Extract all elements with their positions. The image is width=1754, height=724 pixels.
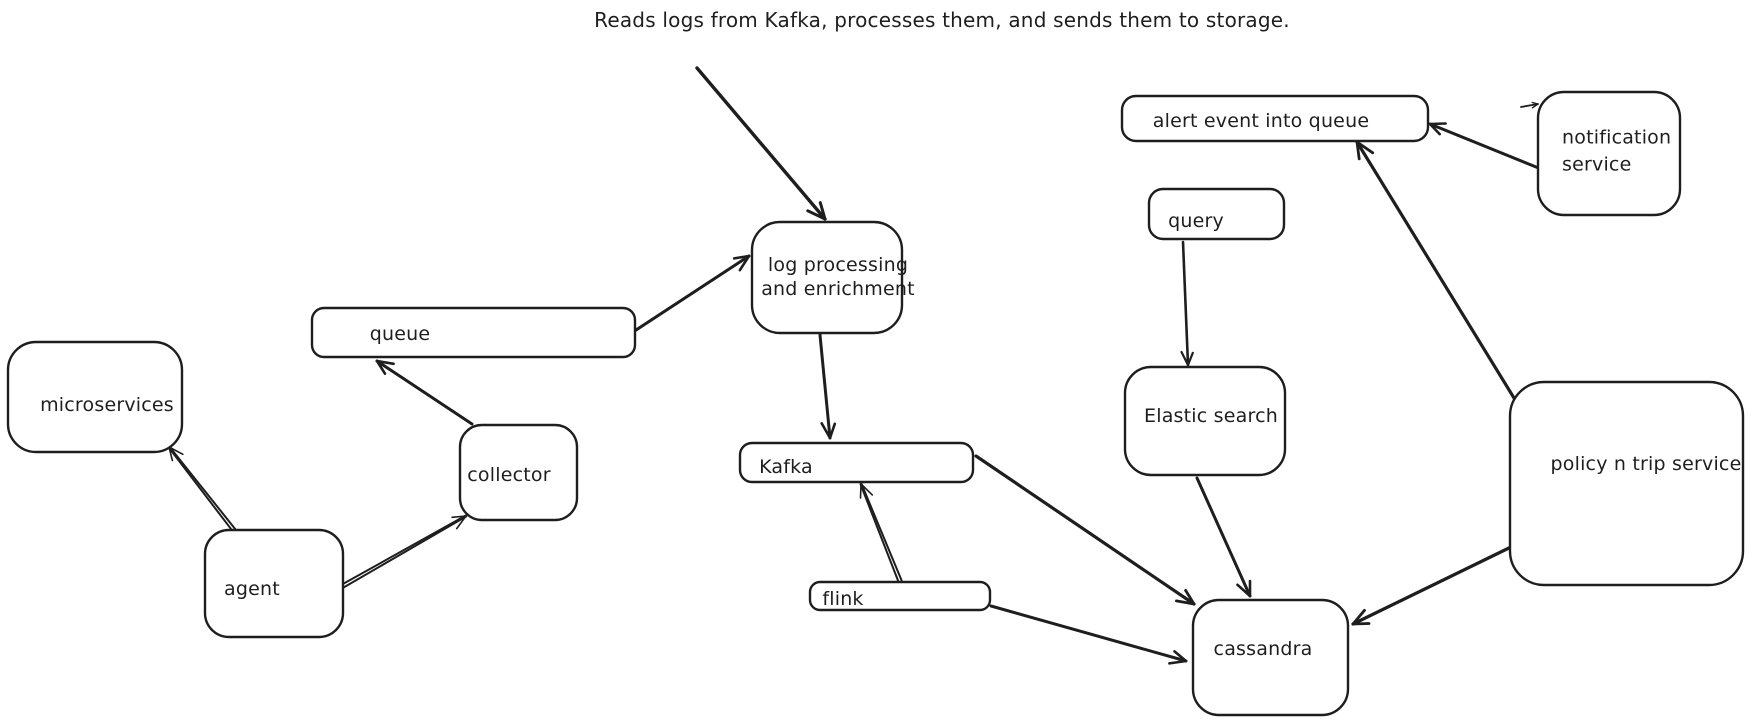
arrowhead-description-to-log-processing <box>806 201 827 221</box>
microservices-box <box>6 340 184 454</box>
policy-n-trip-service-box <box>1508 380 1745 587</box>
edge-kafka-to-cassandra <box>974 454 1196 606</box>
cassandra-box <box>1191 598 1350 717</box>
alert-event-into-queue-label: alert event into queue <box>1153 110 1369 132</box>
edge-log-processing-to-kafka <box>818 333 837 440</box>
arrowhead-flink-to-cassandra <box>1168 650 1188 665</box>
node-queue: queue <box>310 306 637 359</box>
elastic-search-label: Elastic search <box>1144 405 1278 427</box>
collector-box <box>458 423 579 522</box>
edge-policy-to-alert-event-into-queue <box>1355 140 1516 400</box>
flink-label: flink <box>822 588 863 610</box>
collector-label: collector <box>467 464 550 486</box>
log-processing-label: log processing <box>768 254 908 276</box>
kafka-label: Kafka <box>759 456 813 478</box>
kafka-box <box>738 441 975 484</box>
log-processing-box <box>750 220 904 335</box>
nodes-layer: microservices queue collector agent log proc… <box>6 90 1745 717</box>
cassandra-label: cassandra <box>1214 638 1313 660</box>
queue-box <box>310 306 637 359</box>
notification-service-label: notification <box>1562 127 1671 149</box>
edge-flink-to-kafka <box>859 482 903 583</box>
node-kafka: Kafka <box>738 441 975 484</box>
arrowhead-notification-to-alert-event-into-queue <box>1428 122 1447 136</box>
arrowhead-agent-to-collector <box>451 515 467 530</box>
edge-queue-to-log-processing <box>631 254 751 334</box>
edge-flink-to-cassandra <box>989 604 1188 665</box>
node-agent: agent <box>203 528 345 639</box>
node-notification-service: notification service <box>1536 90 1682 217</box>
edge-notification-to-alert-event-into-queue <box>1428 122 1548 173</box>
arrowhead-stray-small-arrow <box>1531 101 1539 109</box>
alert-event-into-queue-box <box>1120 94 1430 143</box>
query-box <box>1147 187 1286 241</box>
query-label: query <box>1168 210 1224 232</box>
flink-box <box>808 580 992 612</box>
arrowhead-elastic-search-to-cassandra <box>1236 579 1252 598</box>
notification-service-box <box>1536 90 1682 217</box>
agent-box <box>203 528 345 639</box>
arrowhead-collector-to-queue <box>375 359 395 375</box>
edge-policy-to-cassandra <box>1351 545 1513 626</box>
edge-agent-to-microservices <box>167 445 240 537</box>
policy-n-trip-service-label: policy n trip service <box>1551 453 1742 475</box>
edges-layer <box>167 66 1548 665</box>
arrowhead-kafka-to-cassandra <box>1175 589 1196 606</box>
edge-stray-small-arrow <box>1520 101 1539 109</box>
node-elastic-search: Elastic search <box>1123 365 1287 477</box>
arrowhead-policy-to-cassandra <box>1351 608 1371 626</box>
agent-label: agent <box>224 578 280 600</box>
arrowhead-log-processing-to-kafka <box>820 422 837 440</box>
edge-query-to-elastic-search <box>1180 240 1194 367</box>
node-microservices: microservices <box>6 340 184 454</box>
diagram-caption: Reads logs from Kafka, processes them, a… <box>594 8 1290 32</box>
arrowhead-query-to-elastic-search <box>1180 350 1194 367</box>
microservices-label: microservices <box>40 394 174 416</box>
elastic-search-box <box>1123 365 1287 477</box>
node-alert-event-into-queue: alert event into queue <box>1120 94 1430 143</box>
log-processing-label: and enrichment <box>761 278 915 300</box>
arrowhead-flink-to-kafka <box>859 483 874 499</box>
arrowhead-queue-to-log-processing <box>732 254 751 272</box>
node-query: query <box>1147 187 1286 241</box>
node-flink: flink <box>808 580 992 612</box>
queue-label: queue <box>370 323 431 345</box>
edge-collector-to-queue <box>375 359 474 426</box>
node-cassandra: cassandra <box>1191 598 1350 717</box>
edge-elastic-search-to-cassandra <box>1195 476 1252 598</box>
notification-service-label: service <box>1562 154 1631 176</box>
node-policy-n-trip-service: policy n trip service <box>1508 380 1745 587</box>
edge-description-to-log-processing <box>695 66 827 221</box>
edge-agent-to-collector <box>339 514 468 590</box>
node-collector: collector <box>458 423 579 522</box>
